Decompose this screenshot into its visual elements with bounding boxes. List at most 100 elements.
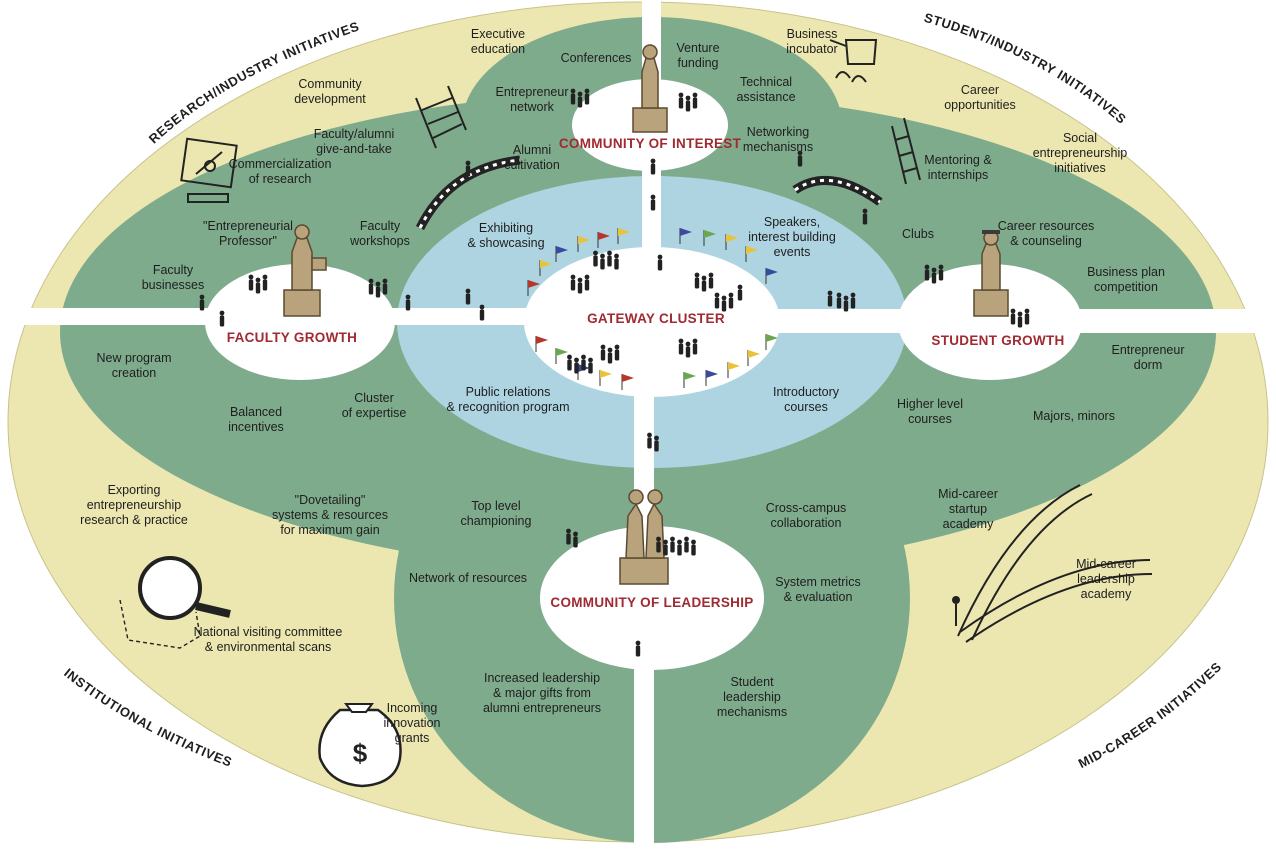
person-head bbox=[635, 640, 641, 646]
label-line: & environmental scans bbox=[205, 640, 331, 654]
label-line: startup bbox=[949, 502, 987, 516]
label-exhibiting: Exhibiting& showcasing bbox=[467, 221, 544, 250]
person-body bbox=[593, 255, 598, 267]
person-body bbox=[577, 282, 583, 294]
person-body bbox=[219, 315, 225, 327]
path-horizontal-right bbox=[654, 309, 1276, 333]
person-head bbox=[685, 341, 691, 347]
money-bag-icon: $ bbox=[318, 703, 402, 788]
label-system-metrics: System metrics& evaluation bbox=[775, 575, 860, 604]
person-head bbox=[862, 208, 868, 214]
person-head bbox=[479, 304, 485, 310]
person-body bbox=[685, 100, 691, 112]
label-line: Conferences bbox=[561, 51, 632, 65]
title-gateway-cluster: GATEWAY CLUSTER bbox=[587, 311, 725, 326]
label-line: entrepreneurship bbox=[1033, 146, 1128, 160]
person-head bbox=[607, 347, 613, 353]
person-head bbox=[570, 274, 576, 280]
label-line: Mid-career bbox=[1076, 557, 1136, 571]
person-head bbox=[924, 264, 930, 270]
label-line: give-and-take bbox=[316, 142, 392, 156]
person-head bbox=[836, 292, 842, 298]
ladder-faculty-icon bbox=[415, 85, 467, 149]
person-head bbox=[614, 253, 619, 259]
label-line: academy bbox=[943, 517, 994, 531]
person-head bbox=[570, 88, 576, 94]
person-head bbox=[574, 357, 579, 363]
label-line: creation bbox=[112, 366, 157, 380]
person-body bbox=[405, 299, 411, 311]
label-line: & counseling bbox=[1010, 234, 1082, 248]
label-line: Business plan bbox=[1087, 265, 1165, 279]
label-line: of expertise bbox=[342, 406, 407, 420]
label-line: courses bbox=[908, 412, 952, 426]
person-body bbox=[701, 280, 707, 292]
person-head bbox=[577, 91, 583, 97]
label-line: Mid-career bbox=[938, 487, 998, 501]
label-line: Majors, minors bbox=[1033, 409, 1115, 423]
person-head bbox=[931, 267, 937, 273]
label-public-relations: Public relations& recognition program bbox=[447, 385, 570, 414]
label-line: National visiting committee bbox=[194, 625, 343, 639]
railroad-tracks-icon bbox=[957, 484, 1153, 643]
title-community-leadership: COMMUNITY OF LEADERSHIP bbox=[550, 595, 753, 610]
flags-bottom-left bbox=[535, 336, 634, 390]
person-head bbox=[607, 250, 612, 256]
label-line: research & practice bbox=[80, 513, 188, 527]
label-line: incentives bbox=[228, 420, 284, 434]
person-head bbox=[600, 253, 605, 259]
person-body bbox=[650, 199, 656, 211]
person-body bbox=[199, 299, 205, 311]
person-body bbox=[850, 297, 856, 309]
person-body bbox=[570, 93, 576, 105]
person-body bbox=[685, 346, 691, 358]
statue-student-icon bbox=[973, 230, 1009, 317]
person-head bbox=[850, 292, 856, 298]
person-body bbox=[465, 165, 471, 177]
label-line: education bbox=[471, 42, 525, 56]
person-body bbox=[1010, 313, 1016, 325]
label-line: Faculty bbox=[153, 263, 194, 277]
person-head bbox=[714, 292, 720, 298]
person-body bbox=[584, 279, 590, 291]
label-line: & major gifts from bbox=[493, 686, 591, 700]
microscope-computer-icon bbox=[180, 137, 238, 203]
person-body bbox=[614, 349, 620, 361]
label-line: internships bbox=[928, 168, 988, 182]
person-head bbox=[577, 277, 583, 283]
person-head bbox=[938, 264, 944, 270]
person-head bbox=[1024, 308, 1030, 314]
label-line: & showcasing bbox=[467, 236, 544, 250]
person-body bbox=[684, 541, 689, 553]
label-line: entrepreneurship bbox=[87, 498, 182, 512]
label-line: championing bbox=[461, 514, 532, 528]
person-head bbox=[465, 160, 471, 166]
label-line: Exporting bbox=[108, 483, 161, 497]
label-line: of research bbox=[249, 172, 312, 186]
label-line: New program bbox=[96, 351, 171, 365]
person-body bbox=[1017, 316, 1023, 328]
label-line: System metrics bbox=[775, 575, 860, 589]
label-line: Faculty/alumni bbox=[314, 127, 395, 141]
person-head bbox=[678, 338, 684, 344]
person-body bbox=[465, 293, 471, 305]
person-head bbox=[584, 274, 590, 280]
label-line: alumni entrepreneurs bbox=[483, 701, 601, 715]
person-body bbox=[577, 96, 583, 108]
label-line: & recognition program bbox=[447, 400, 570, 414]
label-line: Incoming bbox=[387, 701, 438, 715]
label-line: development bbox=[294, 92, 366, 106]
